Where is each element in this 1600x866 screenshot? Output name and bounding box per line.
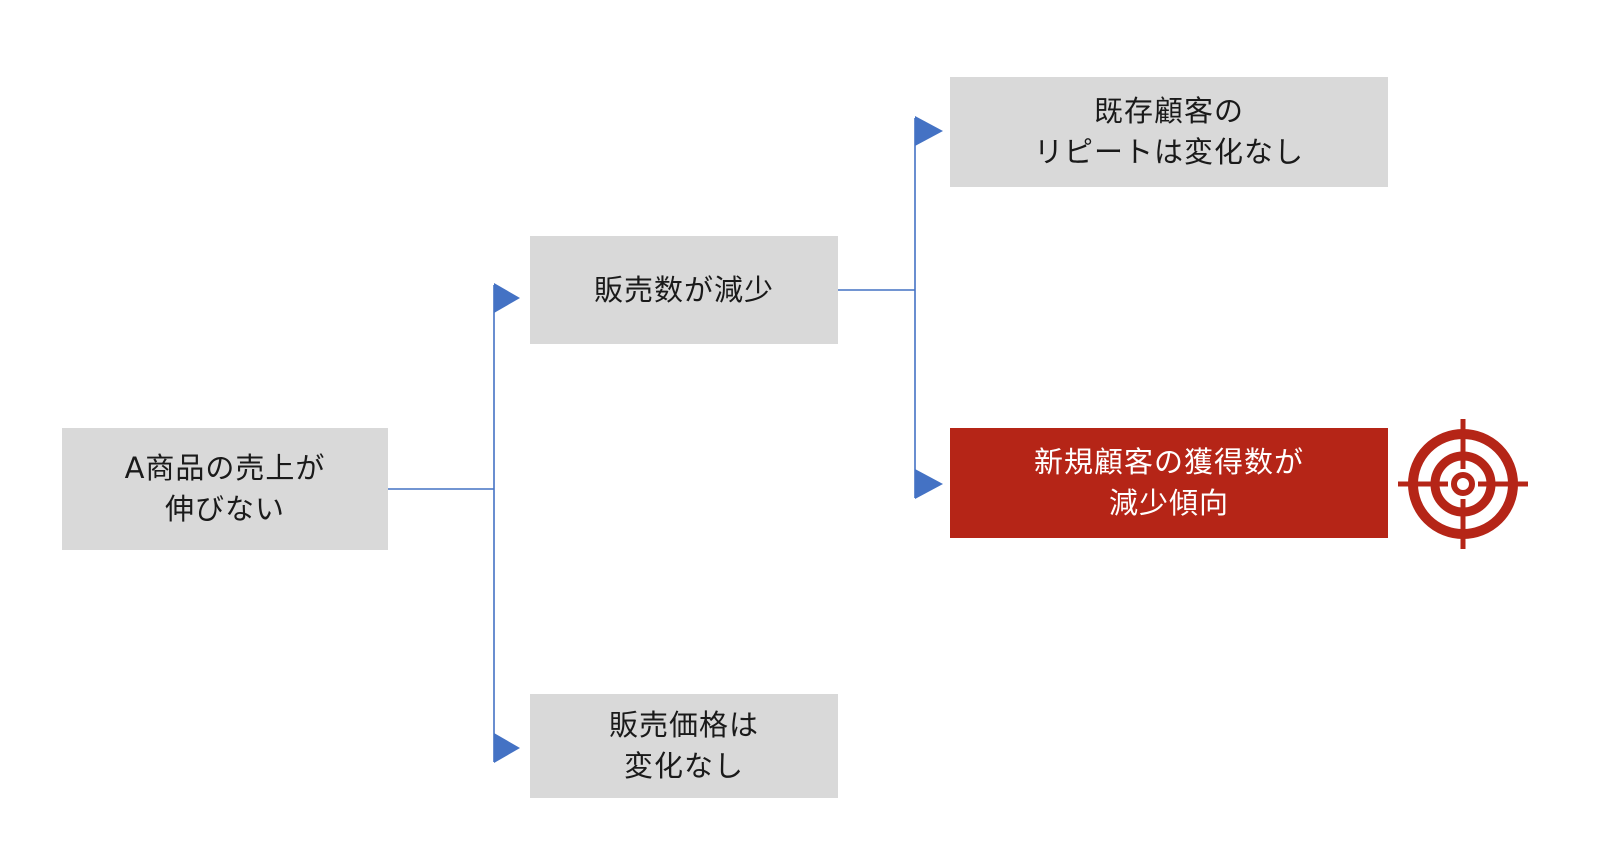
node-new-customers: 新規顧客の獲得数が 減少傾向 [950,428,1388,538]
node-sales-price-label: 販売価格は 変化なし [608,708,759,783]
node-sales-volume-label: 販売数が減少 [593,272,774,307]
arrowhead-to-repeat [915,116,943,146]
node-sales-volume: 販売数が減少 [530,236,838,344]
node-sales-price: 販売価格は 変化なし [530,694,838,798]
arrowhead-to-new-customers [915,469,943,499]
arrowhead-to-sales-price [494,733,520,763]
arrowhead-to-sales-volume [494,283,520,313]
node-repeat-label: 既存顧客の リピートは変化なし [1033,94,1304,169]
node-repeat: 既存顧客の リピートは変化なし [950,77,1388,187]
node-root: A商品の売上が 伸びない [62,428,388,550]
node-new-customers-label: 新規顧客の獲得数が 減少傾向 [1033,445,1304,520]
target-icon [1398,419,1528,549]
node-root-label: A商品の売上が 伸びない [124,451,326,526]
